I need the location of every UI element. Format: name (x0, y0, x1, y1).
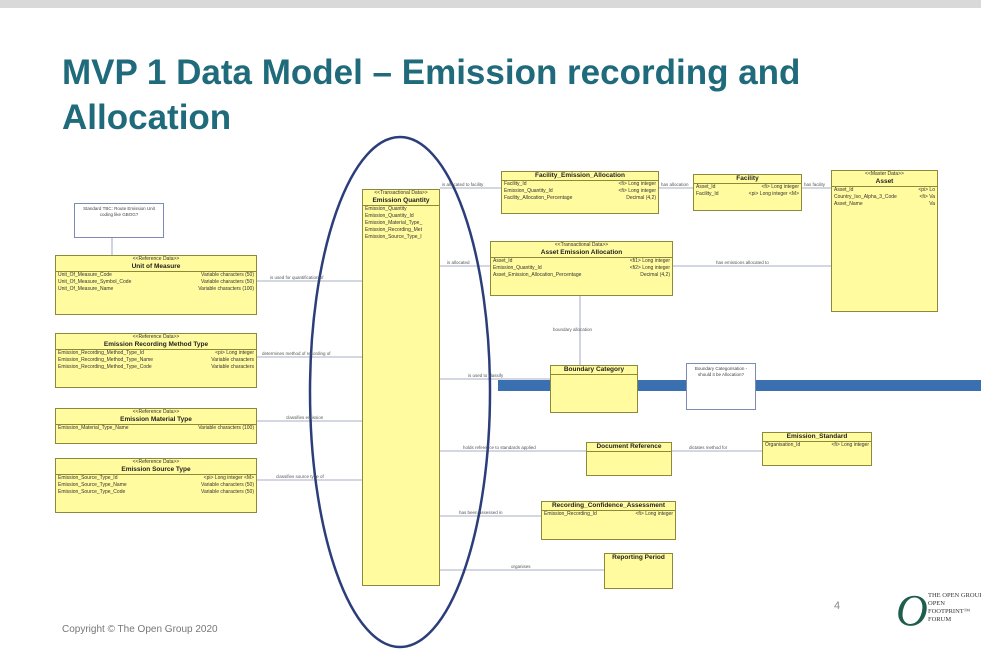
entity-name: Emission Source Type (56, 466, 256, 475)
entity-material-type[interactable]: <<Reference Data>> Emission Material Typ… (55, 408, 257, 444)
entity-name: Facility (694, 175, 801, 184)
title-line-1: MVP 1 Data Model – Emission recording an… (62, 53, 801, 92)
rel-label: is used to classify (468, 373, 504, 378)
entity-name: Emission_Standard (763, 433, 871, 442)
slide: MVP 1 Data Model – Emission recording an… (0, 8, 981, 656)
rel-label: is allocated to facility (442, 182, 484, 187)
note-uom: Standard TBC: Route Emission Unit coding… (74, 203, 164, 238)
entity-stereotype: <<Reference Data>> (132, 459, 180, 465)
entity-attribute: Emission_Recording_Id<fi> Long integer (544, 511, 673, 517)
entity-boundary-category[interactable]: Boundary Category (550, 365, 638, 413)
logo-text: THE OPEN GROUP (928, 592, 981, 599)
entity-name: Asset Emission Allocation (491, 249, 672, 258)
page-number: 4 (834, 600, 841, 612)
entity-stereotype: <<Reference Data>> (132, 256, 180, 262)
rel-label: has facility (804, 182, 826, 187)
rel-label: boundary allocation (553, 327, 593, 332)
entity-asset[interactable]: <<Master Data>> Asset Asset_Id<pi> Lo Co… (831, 170, 938, 312)
entity-name: Boundary Category (551, 366, 637, 375)
entity-attribute: Facility_Id<pi> Long integer <M> (696, 191, 799, 197)
entity-name: Emission Quantity (363, 197, 439, 206)
entity-attribute: Emission_Quantity (365, 206, 407, 212)
highlight-ellipse (308, 135, 492, 649)
entity-attribute: Asset_Id<fi> Long integer (696, 184, 799, 190)
entity-attribute: Emission_Source_Type_I (365, 234, 422, 240)
entity-name: Reporting Period (612, 554, 665, 561)
entity-recording-method-type[interactable]: <<Reference Data>> Emission Recording Me… (55, 333, 257, 388)
entity-attribute: Emission_Material_Type_ (365, 220, 423, 226)
rel-label: has allocation (661, 182, 689, 187)
rel-label: has emissions allocated to (716, 260, 769, 265)
entity-attribute: Asset_Id<pi> Lo (834, 187, 935, 193)
entity-facility-emission-allocation[interactable]: Facility_Emission_Allocation Facility_Id… (501, 171, 659, 214)
copyright: Copyright © The Open Group 2020 (62, 624, 218, 635)
entity-attribute: Emission_Quantity_Id<fi2> Long integer (493, 265, 670, 271)
entity-name: Unit of Measure (56, 263, 256, 272)
note-boundary: Boundary Categorisation - should it be A… (686, 363, 756, 410)
entity-recording-confidence-assessment[interactable]: Recording_Confidence_Assessment Emission… (541, 501, 676, 540)
entity-attribute: Emission_Quantity_Id (365, 213, 414, 219)
logo-text: FOOTPRINT™ (928, 608, 971, 615)
title-line-2: Allocation (62, 98, 232, 137)
rel-label: dictates method for (689, 445, 728, 450)
entity-stereotype: <<Transactional Data>> (554, 242, 609, 248)
entity-name: Asset (832, 178, 937, 187)
entity-name: Facility_Emission_Allocation (502, 172, 658, 181)
rel-label: classifies source type of (276, 474, 324, 479)
rel-label: has been assessed in (459, 510, 503, 515)
connector-lines (111, 135, 981, 649)
entity-attribute: Country_Iso_Alpha_3_Code<fi> Va (834, 194, 935, 200)
rel-label: classifies emission (286, 415, 324, 420)
entity-attribute: Emission_Quantity_Id<fi> Long integer (504, 188, 656, 194)
entity-emission-quantity[interactable]: <<Transactional Data>> Emission Quantity… (362, 189, 440, 586)
entity-stereotype: <<Reference Data>> (132, 334, 180, 340)
rel-label: organises (511, 564, 531, 569)
entity-stereotype: <<Master Data>> (865, 171, 904, 177)
entity-stereotype: <<Reference Data>> (132, 409, 180, 415)
entity-attribute: Asset_Id<fi1> Long integer (493, 258, 670, 264)
rel-label: determines method of recording of (262, 351, 331, 356)
logo-mark-icon: O (896, 586, 928, 635)
entity-stereotype: <<Transactional Data>> (374, 190, 428, 196)
entity-source-type[interactable]: <<Reference Data>> Emission Source Type … (55, 458, 257, 513)
entity-attribute: Emission_Recording_Method_Type_Id<pi> Lo… (58, 350, 254, 356)
entity-facility[interactable]: Facility Asset_Id<fi> Long integer Facil… (693, 174, 802, 211)
entity-attribute: Emission_Recording_Met (365, 227, 422, 233)
entity-attribute: Facility_Id<fi> Long integer (504, 181, 656, 187)
slide-title: MVP 1 Data Model – Emission recording an… (62, 50, 922, 140)
logo-text: FORUM (928, 616, 952, 623)
rel-label: holds reference to standards applied (463, 445, 536, 450)
entity-attribute: Organisation_Id<fi> Long integer (765, 442, 869, 448)
entity-asset-emission-allocation[interactable]: <<Transactional Data>> Asset Emission Al… (490, 241, 673, 296)
entity-name: Recording_Confidence_Assessment (542, 502, 675, 511)
entity-unit-of-measure[interactable]: <<Reference Data>> Unit of Measure Unit_… (55, 255, 257, 315)
open-footprint-logo: O THE OPEN GROUP OPEN FOOTPRINT™ FORUM (896, 586, 981, 640)
entity-name: Emission Material Type (56, 416, 256, 425)
entity-emission-standard[interactable]: Emission_Standard Organisation_Id<fi> Lo… (762, 432, 872, 466)
entity-name: Document Reference (587, 443, 671, 452)
rel-label: is used for quantification of (270, 275, 324, 280)
logo-text: OPEN (928, 600, 945, 607)
entity-attribute: Emission_Source_Type_Id<pi> Long integer… (58, 475, 254, 481)
entity-name: Emission Recording Method Type (56, 341, 256, 350)
entity-reporting-period[interactable]: Reporting Period (604, 553, 673, 589)
rel-label: is allocated (447, 260, 470, 265)
entity-document-reference[interactable]: Document Reference (586, 442, 672, 476)
